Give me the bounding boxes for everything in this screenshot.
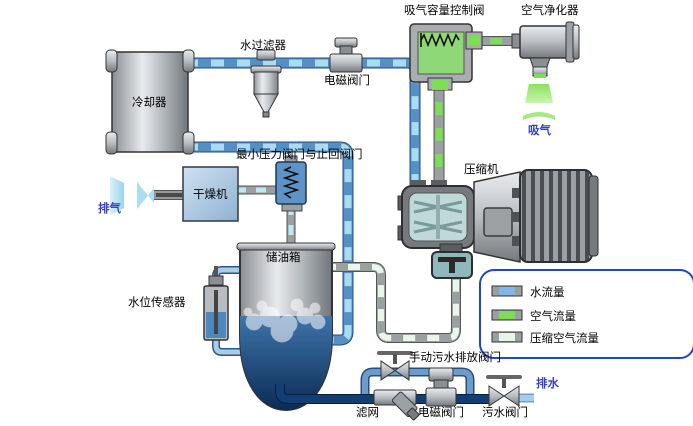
air-exhaust-label: 排气 [98,201,121,215]
compressed-air-u-pipe [324,262,461,343]
strainer [373,389,420,421]
legend-swatch-compressed-air [491,331,523,343]
water-filter-label: 水过滤器 [240,38,286,52]
compressor [397,169,599,263]
suction-capacity-control-valve [409,23,483,91]
exhaust-air-glow [110,176,154,215]
oil-tank-label: 储油箱 [266,250,301,264]
drain-bypass-pipe [360,367,475,399]
oil-tank [236,242,336,412]
legend-compressed-air-flow-label: 压缩空气流量 [530,331,599,345]
water-pipe-cooler-to-tank [185,141,354,346]
drain-main-pipe [275,384,492,404]
compressor-label: 压缩机 [464,162,499,176]
legend-swatch-water [491,285,523,297]
manual-sewage-drain-valve [377,351,413,381]
manual-sewage-drain-valve-label: 手动污水排放阀门 [409,350,501,364]
legend [479,269,693,359]
cooler [105,49,195,155]
solenoid-valve-top [329,37,363,73]
cooler-label: 冷却器 [132,95,167,109]
dryer-label: 干燥机 [193,187,228,201]
intake-air-glow [523,84,555,120]
air-purifier-label: 空气净化器 [521,3,579,17]
water-filter [250,49,282,118]
legend-swatch-air [491,309,523,321]
water-level-sensor [203,266,229,341]
min-pressure-check-valve [275,155,307,212]
water-level-sensor-label: 水位传感器 [128,295,186,309]
solenoid-valve-bottom-label: 电磁阀门 [418,405,464,419]
suction-control-valve-label: 吸气容量控制阀 [404,3,485,17]
sewage-valve-label: 污水阀门 [482,405,528,419]
sewage-valve [486,375,522,407]
water-drain-label: 排水 [536,376,559,390]
air-purifier [511,21,580,78]
legend-air-flow-label: 空气流量 [530,309,576,323]
solenoid-valve-top-label: 电磁阀门 [324,73,370,87]
min-pressure-check-valve-label: 最小压力阀门与止回阀门 [236,147,363,161]
air-intake-label: 吸气 [528,123,551,137]
strainer-label: 滤网 [356,405,379,419]
legend-water-flow-label: 水流量 [530,285,565,299]
solenoid-valve-bottom [425,367,457,407]
oil-separator [431,243,473,279]
dryer [182,166,239,222]
legend-border [479,269,693,359]
